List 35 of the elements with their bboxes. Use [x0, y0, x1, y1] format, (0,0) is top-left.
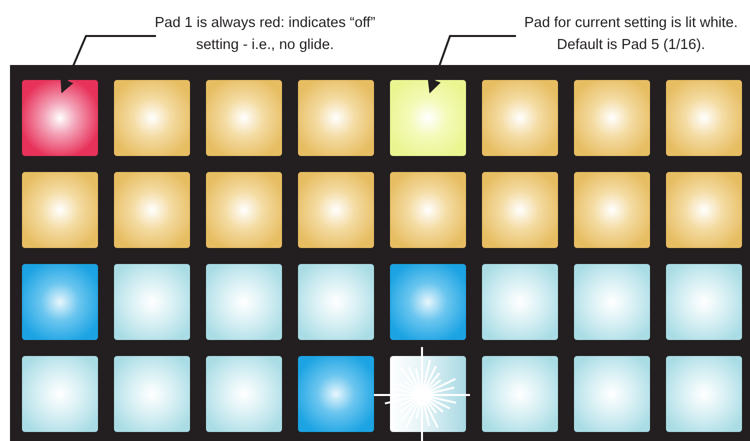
callout-text: Pad for current setting is lit white. Default is Pad 5 (1/16). [523, 14, 739, 55]
pad [482, 264, 558, 340]
leader-line [428, 35, 516, 94]
pad [390, 172, 466, 248]
pad [114, 80, 190, 156]
pad [482, 356, 558, 432]
pad [666, 264, 742, 340]
pad [574, 80, 650, 156]
pad [22, 264, 98, 340]
pad [22, 80, 98, 156]
pad [298, 264, 374, 340]
pad [666, 80, 742, 156]
pad [666, 356, 742, 432]
pad [206, 80, 282, 156]
pad [298, 80, 374, 156]
pad [206, 172, 282, 248]
pad [574, 356, 650, 432]
pad [574, 264, 650, 340]
pad [482, 172, 558, 248]
pad [206, 356, 282, 432]
leader-line [60, 35, 156, 94]
pad [114, 356, 190, 432]
pad [666, 172, 742, 248]
pad [390, 264, 466, 340]
pad [114, 264, 190, 340]
callout-text: Pad 1 is always red: indicates “off” setting - i.e., no glide. [154, 14, 376, 55]
pad [482, 80, 558, 156]
pad [298, 356, 374, 432]
pad [574, 172, 650, 248]
pad [390, 80, 466, 156]
pad [22, 356, 98, 432]
pad [206, 264, 282, 340]
pad [22, 172, 98, 248]
pad [298, 172, 374, 248]
pad [114, 172, 190, 248]
